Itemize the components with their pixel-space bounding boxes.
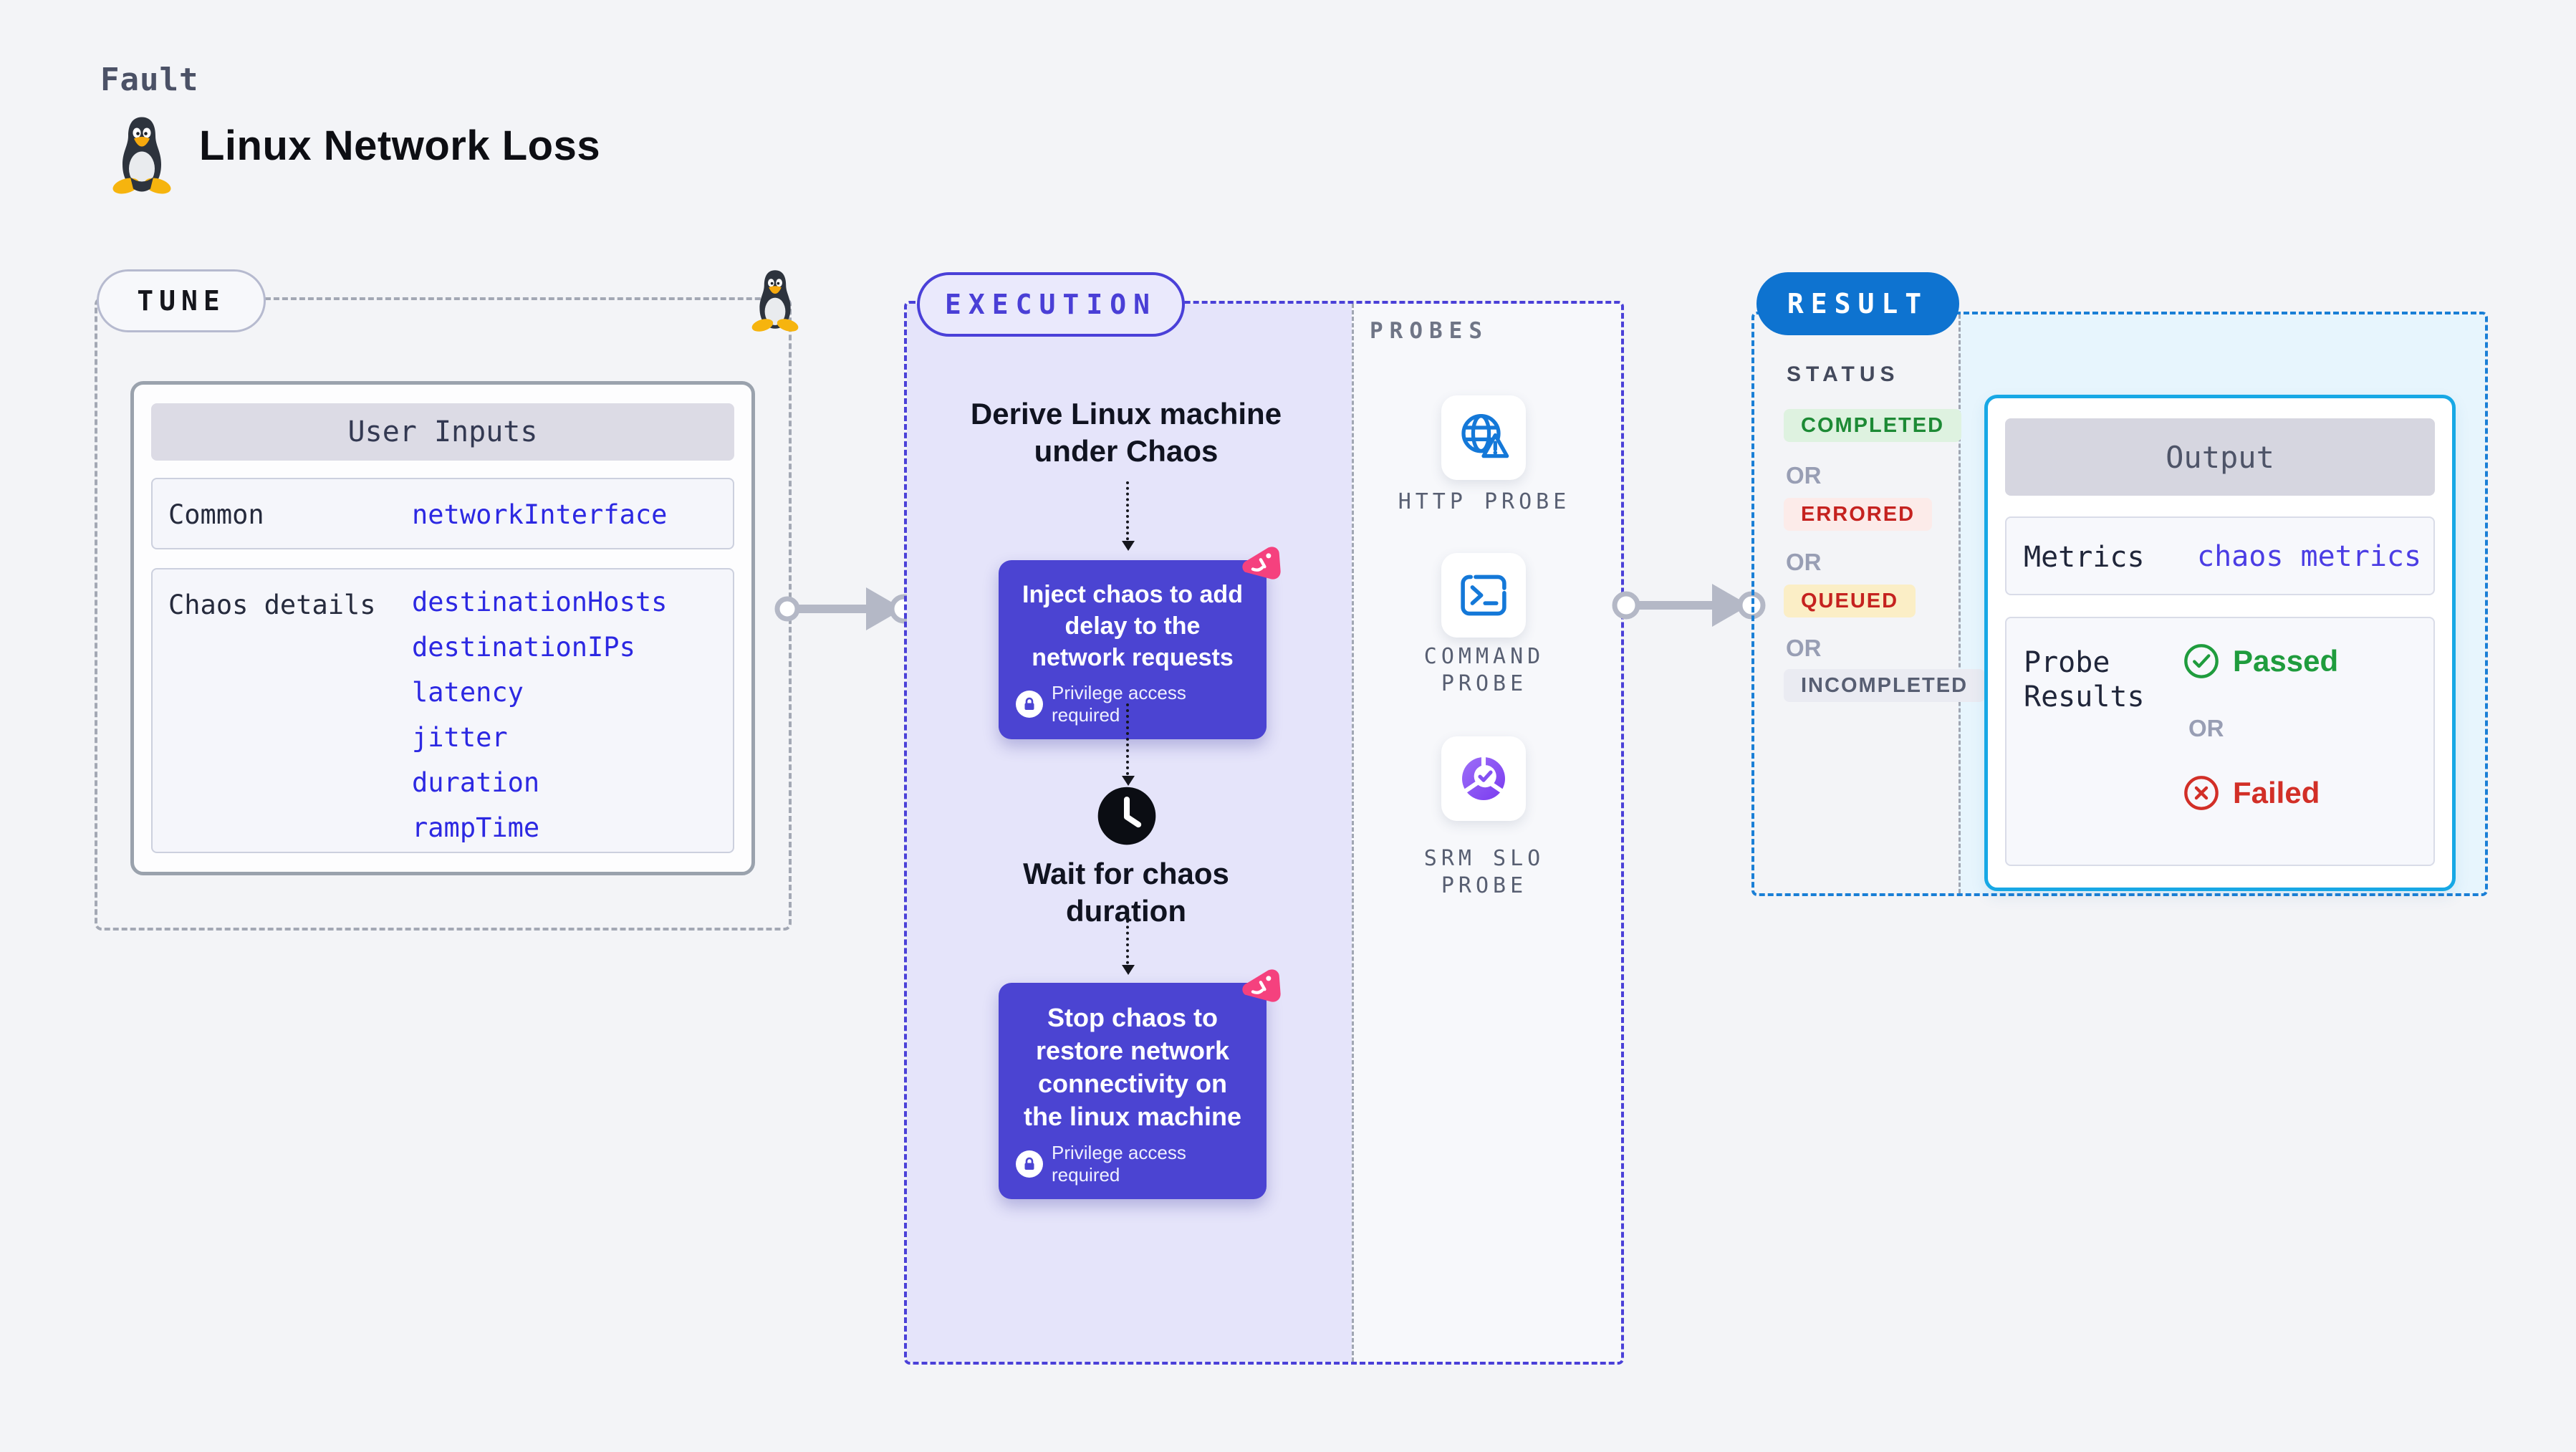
tux-penguin-icon (112, 117, 171, 194)
input-value: destinationHosts (412, 587, 668, 617)
chaos-pink-icon (1242, 547, 1281, 580)
metrics-label: Metrics (2024, 541, 2145, 574)
lock-icon (1016, 1150, 1043, 1178)
derive-step-label: Derive Linux machine under Chaos (970, 397, 1282, 468)
terminal-icon (1461, 574, 1506, 616)
probe-label: SRM SLO PROBE (1423, 846, 1545, 898)
page-title: Linux Network Loss (199, 122, 601, 169)
metrics-row: Metrics chaos metrics (2005, 516, 2435, 595)
passed-label: Passed (2233, 644, 2339, 678)
or-separator: OR (1786, 549, 1822, 575)
fault-category-label: Fault (100, 62, 199, 98)
inject-step-label: Inject chaos to add delay to the network… (1022, 581, 1243, 671)
failed-verdict: Failed (2183, 774, 2320, 812)
status-badge-incompleted: INCOMPLETED (1784, 669, 1986, 702)
stop-chaos-node: Stop chaos to restore network connectivi… (999, 969, 1281, 1199)
input-row-common: Common networkInterface (151, 478, 734, 549)
lock-icon (1016, 691, 1043, 718)
input-value: rampTime (412, 812, 540, 843)
probes-zone (1352, 304, 1621, 1362)
execution-pill: EXECUTION (917, 272, 1185, 337)
failed-label: Failed (2233, 776, 2320, 809)
input-value: duration (412, 767, 540, 798)
or-separator: OR (1786, 635, 1822, 661)
probe-label: HTTP PROBE (1398, 489, 1571, 514)
flow-connector (1122, 914, 1135, 975)
output-header: Output (2005, 418, 2435, 496)
privilege-note-text: Privilege access required (1052, 1142, 1186, 1186)
probe-label: COMMAND PROBE (1423, 644, 1545, 696)
user-inputs-card: User Inputs Common networkInterface Chao… (130, 381, 755, 875)
command-probe-card (1441, 553, 1526, 638)
probe-results-label: Probe Results (2024, 646, 2145, 713)
execution-section (904, 301, 1624, 1365)
input-row-label: Chaos details (168, 590, 376, 620)
probes-column-label: PROBES (1370, 318, 1489, 344)
status-badge-queued: QUEUED (1784, 585, 1916, 617)
input-row-label: Common (168, 499, 264, 530)
passed-verdict: Passed (2183, 643, 2338, 680)
tune-to-execution-arrow (774, 587, 919, 630)
http-probe-card (1441, 395, 1526, 480)
stop-step-label: Stop chaos to restore network connectivi… (1023, 1003, 1242, 1131)
or-separator: OR (1786, 462, 1822, 489)
check-circle-icon (2184, 644, 2219, 678)
status-badge-errored: ERRORED (1784, 498, 1933, 531)
srm-slo-probe-card (1441, 736, 1526, 821)
chaos-pink-icon (1242, 969, 1281, 1002)
flow-connector (1122, 703, 1135, 786)
wait-step-label: Wait for chaos duration (1023, 857, 1229, 928)
flow-connector (1122, 481, 1135, 551)
donut-check-icon (1462, 755, 1505, 800)
clock-icon (1097, 787, 1156, 845)
input-value: networkInterface (412, 499, 668, 530)
metrics-value: chaos metrics (2197, 540, 2422, 573)
input-value: latency (412, 677, 524, 708)
probe-results-row: Probe Results Passed OR Failed (2005, 617, 2435, 866)
result-pill: RESULT (1756, 272, 1959, 335)
status-badge-completed: COMPLETED (1784, 409, 1962, 442)
input-row-chaos-details: Chaos details destinationHosts destinati… (151, 568, 734, 853)
execution-to-result-arrow (1612, 584, 1766, 627)
user-inputs-header: User Inputs (151, 403, 734, 461)
inject-chaos-node: Inject chaos to add delay to the network… (999, 547, 1281, 739)
or-separator: OR (2188, 715, 2224, 741)
tune-pill: TUNE (97, 269, 266, 332)
privilege-note: Privilege access required (1016, 682, 1249, 726)
tux-penguin-icon (751, 270, 799, 332)
input-value: jitter (412, 722, 508, 753)
privilege-note: Privilege access required (1016, 1142, 1249, 1186)
input-value: destinationIPs (412, 632, 635, 663)
x-circle-icon (2184, 776, 2219, 810)
output-card: Output Metrics chaos metrics Probe Resul… (1984, 395, 2456, 891)
globe-alert-icon (1461, 414, 1509, 458)
status-column-label: STATUS (1787, 362, 1900, 386)
privilege-note-text: Privilege access required (1052, 682, 1186, 726)
